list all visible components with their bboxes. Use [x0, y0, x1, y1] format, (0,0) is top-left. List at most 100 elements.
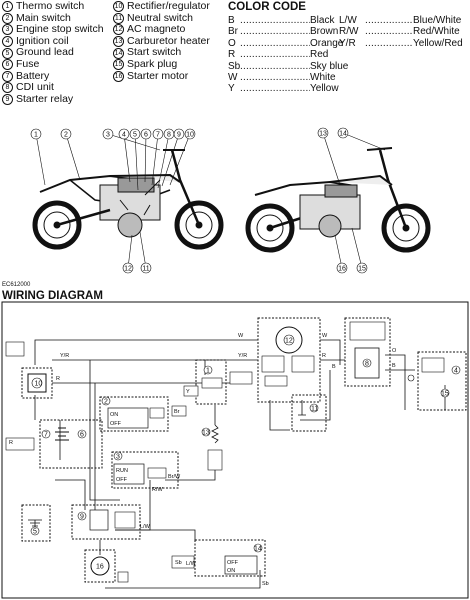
- color-code-abbr: W: [228, 72, 238, 84]
- color-code-leader: ........................................: [240, 83, 310, 95]
- legend-item-number: 1: [2, 1, 13, 13]
- wire-label-br: Br: [174, 409, 180, 415]
- wiring-network: [34, 339, 446, 589]
- wire-label-o1: O: [392, 348, 397, 354]
- callout-number: 12: [124, 266, 132, 273]
- main-switch-off: OFF: [110, 421, 122, 427]
- legend-item-label: Thermo switch: [16, 0, 85, 12]
- wire-label-sb2: Sb: [175, 560, 182, 566]
- svg-text:14: 14: [254, 546, 262, 553]
- color-code-leader: ........................................: [240, 37, 310, 49]
- diagram-code: EC612000: [2, 282, 31, 288]
- callout-leader: [144, 133, 147, 183]
- callout-leader: [334, 234, 343, 269]
- legend-item-label: Ignition coil: [16, 34, 69, 47]
- color-code-abbr: O: [228, 37, 236, 49]
- svg-text:2: 2: [104, 399, 108, 406]
- callout-circle: [122, 262, 134, 274]
- color-code-color: Yellow: [310, 83, 339, 95]
- callout-circle: [184, 128, 196, 140]
- starter-motor: 16: [84, 549, 129, 583]
- color-code-color: White: [310, 72, 336, 84]
- callout-leader: [127, 234, 133, 269]
- legend-item-number: 16: [113, 70, 124, 82]
- callout-leader: [123, 133, 131, 183]
- legend-item-number: 11: [113, 12, 124, 24]
- svg-text:5: 5: [33, 529, 37, 536]
- legend-item-number: 2: [2, 12, 13, 24]
- callout-number: 2: [64, 132, 68, 139]
- ground-lead: 5: [21, 504, 51, 542]
- callout-leader: [342, 132, 386, 151]
- callout-number: 11: [142, 266, 149, 273]
- callout-circle: [140, 128, 152, 140]
- legend-item-number: 14: [113, 47, 124, 59]
- svg-text:15: 15: [441, 391, 449, 398]
- legend-item-number: 9: [2, 94, 13, 106]
- engine-stop-run: RUN: [116, 468, 128, 474]
- svg-text:11: 11: [311, 406, 318, 413]
- callout-circle: [337, 127, 349, 139]
- legend-item-label: Fuse: [16, 57, 40, 70]
- main-switch: ON OFF 2: [99, 396, 187, 432]
- legend-item-number: 12: [113, 24, 124, 36]
- color-code-abbr: R/W: [339, 26, 359, 38]
- callout-number: 6: [144, 132, 148, 139]
- callout-number: 5: [133, 132, 137, 139]
- motorcycle-left-illustration: [32, 149, 224, 250]
- wire-label-lw2: L/W: [186, 561, 197, 567]
- legend-item-number: 6: [2, 59, 13, 71]
- color-code-list-right: L/W.....................................…: [339, 15, 463, 49]
- legend-item-label: Engine stop switch: [16, 23, 104, 36]
- callout-circle: [140, 262, 152, 274]
- engine-stop-off: OFF: [116, 477, 128, 483]
- wiring-diagram-title: WIRING DIAGRAM: [2, 290, 103, 302]
- wire-label-r3: R: [9, 440, 13, 446]
- legend-item-label: Rectifier/regulator: [127, 0, 210, 12]
- callout-leader: [322, 132, 341, 186]
- legend-item-number: 8: [2, 82, 13, 94]
- legend-item-label: Start switch: [127, 46, 182, 59]
- color-code-leader: ........................................: [240, 60, 310, 72]
- callout-leader: [157, 133, 170, 189]
- wire-label-sb: Sb: [262, 581, 269, 587]
- color-code-leader: ........................................: [240, 49, 310, 61]
- legend-item-label: AC magneto: [127, 23, 186, 36]
- svg-text:1: 1: [206, 368, 210, 375]
- callout-leader: [65, 133, 81, 181]
- svg-text:7: 7: [44, 432, 48, 439]
- color-code-item: Sb......................................…: [228, 61, 348, 72]
- callout-circle: [129, 128, 141, 140]
- color-code-item: L/W.....................................…: [339, 15, 463, 26]
- color-code-list-left: B.......................................…: [228, 15, 348, 95]
- ac-magneto: 12: [229, 317, 321, 403]
- legend-item-number: 10: [113, 1, 124, 13]
- thermo-switch: 1: [183, 359, 227, 405]
- wire-label-w1: W: [238, 333, 244, 339]
- color-code-abbr: Br: [228, 26, 238, 38]
- color-code-color: Brown: [310, 26, 339, 38]
- start-switch-off: OFF: [227, 560, 239, 566]
- callout-circle: [102, 128, 114, 140]
- color-code-color: Blue/White: [413, 15, 462, 26]
- color-code-abbr: L/W: [339, 15, 357, 26]
- color-code-item: Br......................................…: [228, 26, 348, 37]
- main-switch-on: ON: [110, 412, 118, 418]
- color-code-color: Black: [310, 15, 335, 26]
- legend-item-label: Main switch: [16, 11, 71, 24]
- color-code-color: Red/White: [413, 26, 460, 38]
- color-code-title: COLOR CODE: [228, 1, 306, 13]
- color-code-item: R/W.....................................…: [339, 26, 463, 37]
- legend-item-number: 13: [113, 36, 124, 48]
- wire-label-r1: R: [322, 353, 326, 359]
